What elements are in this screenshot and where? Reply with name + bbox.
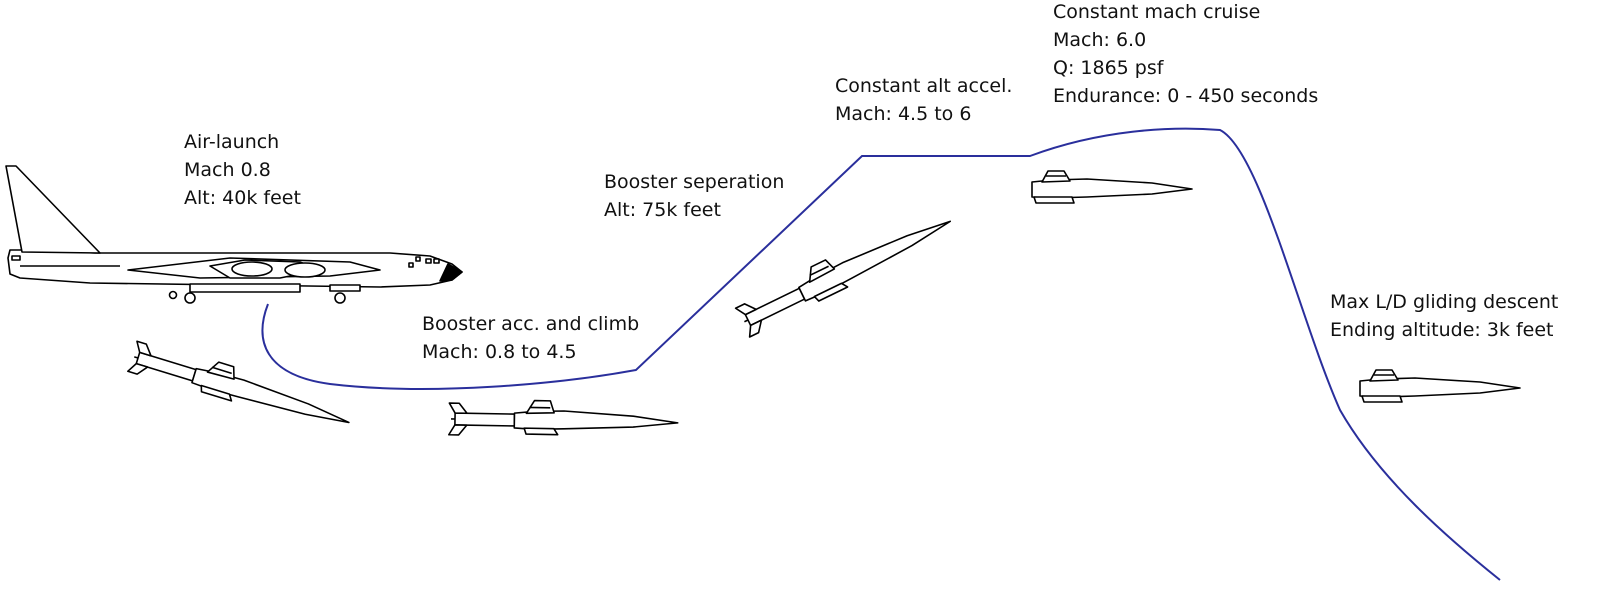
stage-label-air-launch: Air-launch Mach 0.8 Alt: 40k feet bbox=[184, 131, 301, 209]
hypersonic-vehicle-icon bbox=[1359, 369, 1521, 403]
stage-label-glide-descent: Max L/D gliding descent Ending altitude:… bbox=[1330, 291, 1559, 341]
missile-with-booster-icon bbox=[127, 336, 356, 439]
stage-label-constant-alt-accel: Constant alt accel. Mach: 4.5 to 6 bbox=[835, 75, 1013, 125]
missile-with-booster-icon bbox=[447, 398, 679, 440]
stage-label-cruise: Constant mach cruise Mach: 6.0 Q: 1865 p… bbox=[1053, 1, 1319, 107]
stage-label-booster-separation: Booster seperation Alt: 75k feet bbox=[604, 171, 785, 221]
carrier-aircraft-icon bbox=[5, 165, 463, 304]
hypersonic-vehicle-icon bbox=[1031, 170, 1193, 204]
trajectory-path bbox=[261, 127, 1501, 581]
stage-label-booster-acc: Booster acc. and climb Mach: 0.8 to 4.5 bbox=[422, 313, 640, 363]
